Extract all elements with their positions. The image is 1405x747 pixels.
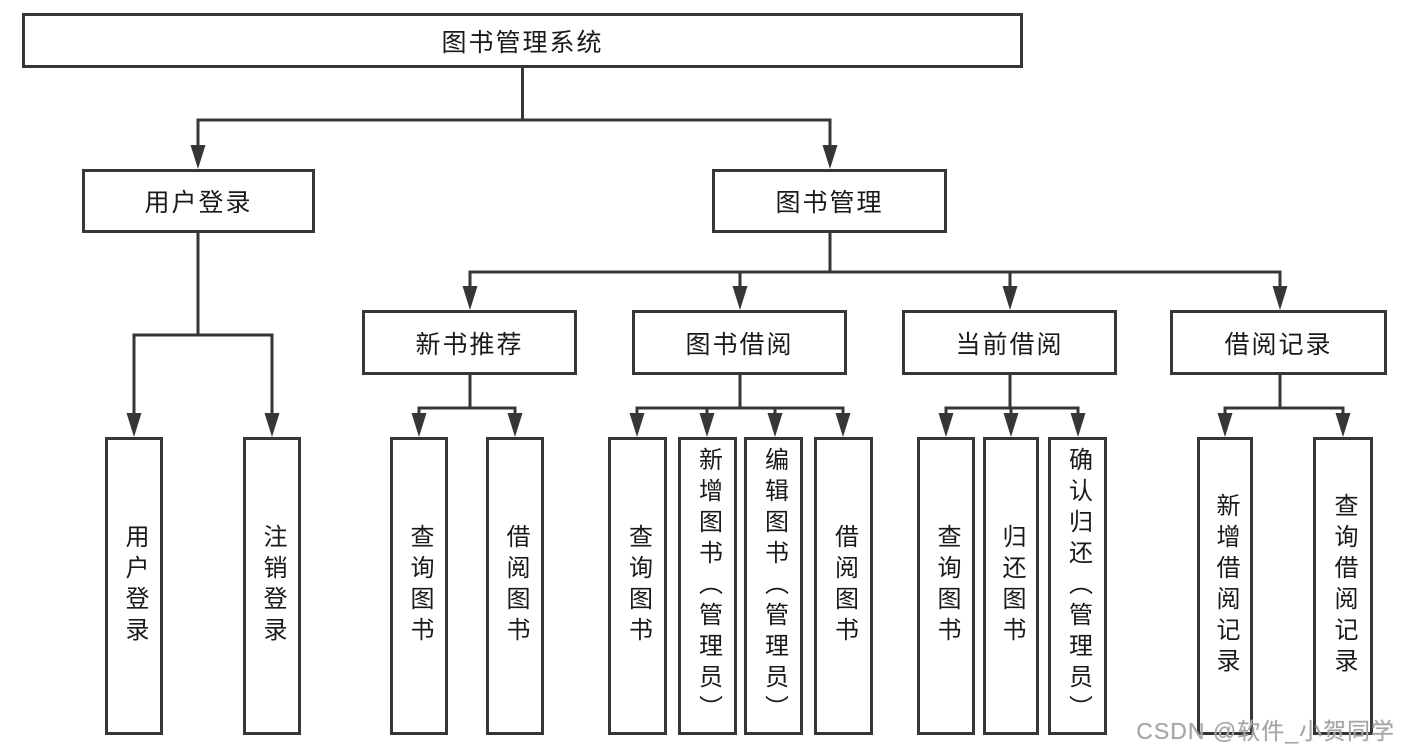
leaf-query-books: 查询图书 — [608, 437, 667, 735]
leaf-borrow-books: 借阅图书 — [486, 437, 544, 735]
leaf-edit-book-admin: 编辑图书（管理员） — [744, 437, 803, 735]
node-current-borrow: 当前借阅 — [902, 310, 1117, 375]
leaf-query-books: 查询图书 — [390, 437, 448, 735]
node-borrow-records: 借阅记录 — [1170, 310, 1387, 375]
node-book-management: 图书管理 — [712, 169, 947, 233]
leaf-return-books: 归还图书 — [983, 437, 1039, 735]
leaf-user-login: 用户登录 — [105, 437, 163, 735]
leaf-logout: 注销登录 — [243, 437, 301, 735]
leaf-query-books: 查询图书 — [917, 437, 975, 735]
leaf-add-book-admin: 新增图书（管理员） — [678, 437, 737, 735]
node-library-system: 图书管理系统 — [22, 13, 1023, 68]
leaf-query-borrow-record: 查询借阅记录 — [1313, 437, 1373, 735]
leaf-add-borrow-record: 新增借阅记录 — [1197, 437, 1253, 735]
leaf-borrow-books: 借阅图书 — [814, 437, 873, 735]
node-book-borrow: 图书借阅 — [632, 310, 847, 375]
csdn-watermark: CSDN @软件_小贺同学 — [1136, 718, 1395, 744]
node-user-login: 用户登录 — [82, 169, 315, 233]
node-new-book-recommend: 新书推荐 — [362, 310, 577, 375]
leaf-confirm-return-admin: 确认归还（管理员） — [1048, 437, 1107, 735]
